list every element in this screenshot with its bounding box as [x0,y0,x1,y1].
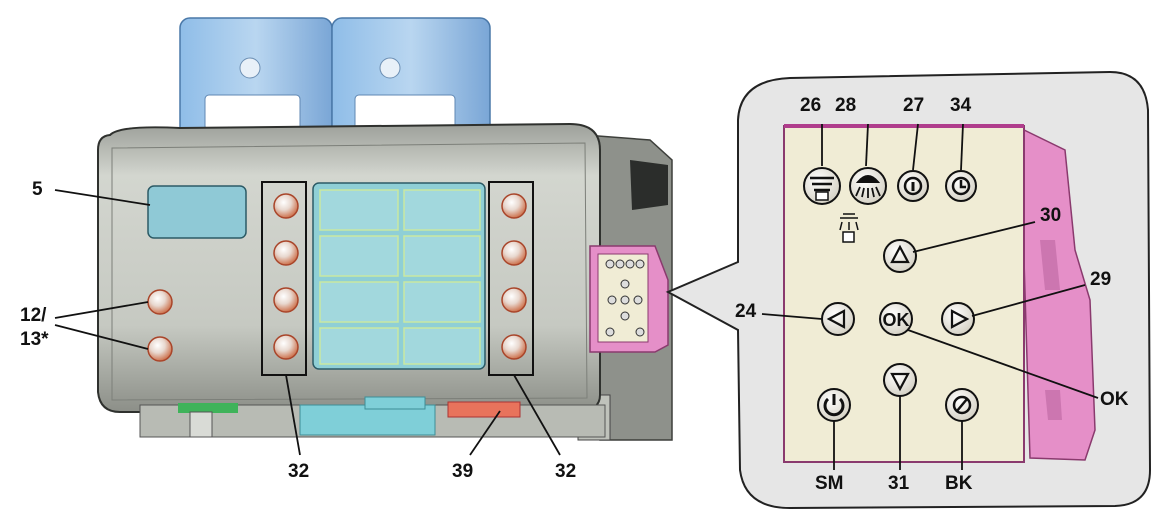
keys-12-13 [147,289,173,362]
machine-display [147,185,247,239]
up-arrow-icon [883,239,917,273]
label-display-5: 5 [32,179,43,200]
label-key-bk: BK [945,473,973,494]
label-drip-tray-39: 39 [452,461,474,482]
label-key-28: 28 [835,95,857,116]
leader-lines [54,123,1099,470]
right-arrow-icon [941,302,975,336]
label-key-31: 31 [888,473,910,494]
label-key-27: 27 [903,95,925,116]
rinse-cup-symbol [839,213,859,243]
rinse-icon [849,167,887,205]
label-key-ok: OK [1100,389,1129,410]
central-display [312,182,486,370]
zoom-keys [803,167,979,422]
ok-key [879,302,913,336]
label-keys-13: 13* [20,329,49,350]
label-side-keys-left: 32 [288,461,310,482]
label-key-34: 34 [950,95,972,116]
label-keys-12: 12/ [20,305,47,326]
ok-key-text: OK [883,310,910,330]
label-key-30: 30 [1040,205,1062,226]
side-keys-left [261,181,307,376]
label-side-keys-right: 32 [555,461,577,482]
side-keys-right [488,181,534,376]
label-key-26: 26 [800,95,822,116]
label-key-24: 24 [735,301,757,322]
top-containers [179,17,491,149]
label-key-sm: SM [815,473,844,494]
small-control-panel [589,245,669,353]
label-key-29: 29 [1090,269,1112,290]
